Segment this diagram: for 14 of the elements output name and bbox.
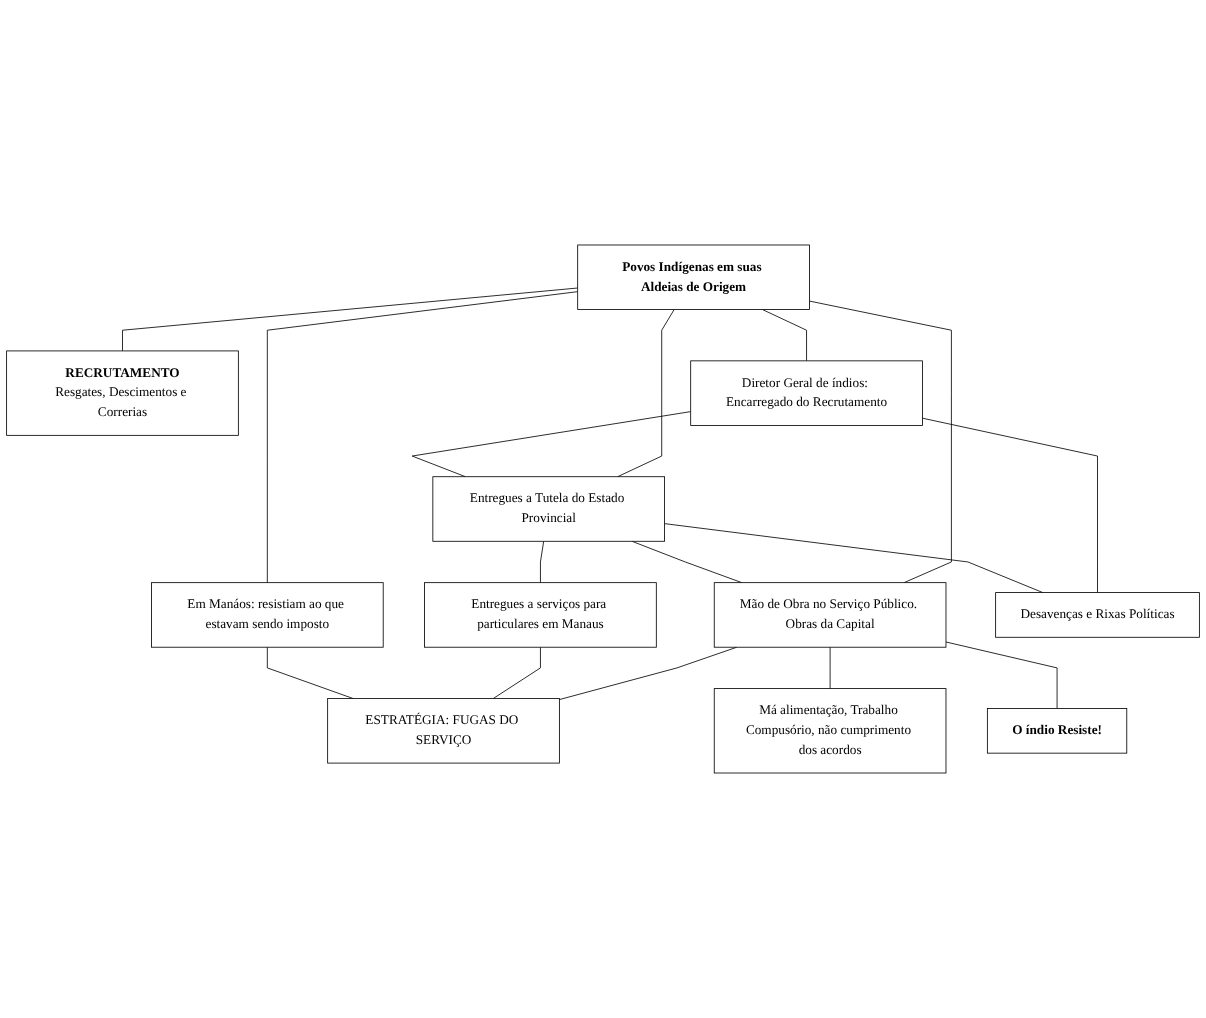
connector <box>945 641 1058 709</box>
connector <box>829 646 831 689</box>
connector <box>558 646 738 700</box>
connector <box>122 287 579 352</box>
connector <box>809 300 952 584</box>
connector <box>411 411 692 478</box>
connector <box>266 646 354 699</box>
connector <box>631 540 743 584</box>
connector <box>266 291 579 584</box>
connector <box>492 646 541 699</box>
connector <box>922 417 1098 593</box>
connector <box>540 540 545 584</box>
connector <box>664 523 1044 593</box>
connector <box>617 309 675 478</box>
